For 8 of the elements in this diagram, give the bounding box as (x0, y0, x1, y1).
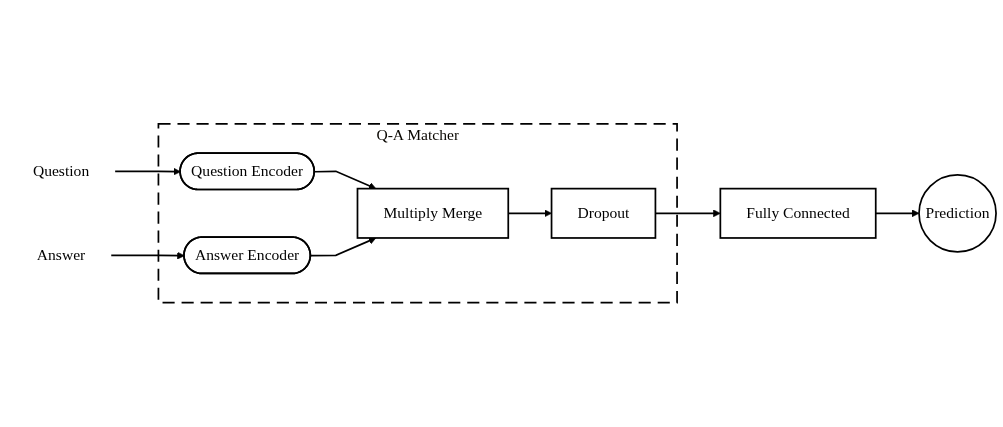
node-circle: Prediction (918, 174, 997, 253)
arrow (110, 252, 185, 260)
node-box: Dropout (550, 187, 657, 240)
node-box: Fully Connected (719, 187, 877, 240)
arrow (114, 168, 181, 176)
node-text: Question (32, 162, 90, 180)
node-box: Multiply Merge (356, 187, 510, 240)
node-text: Answer (36, 246, 86, 264)
